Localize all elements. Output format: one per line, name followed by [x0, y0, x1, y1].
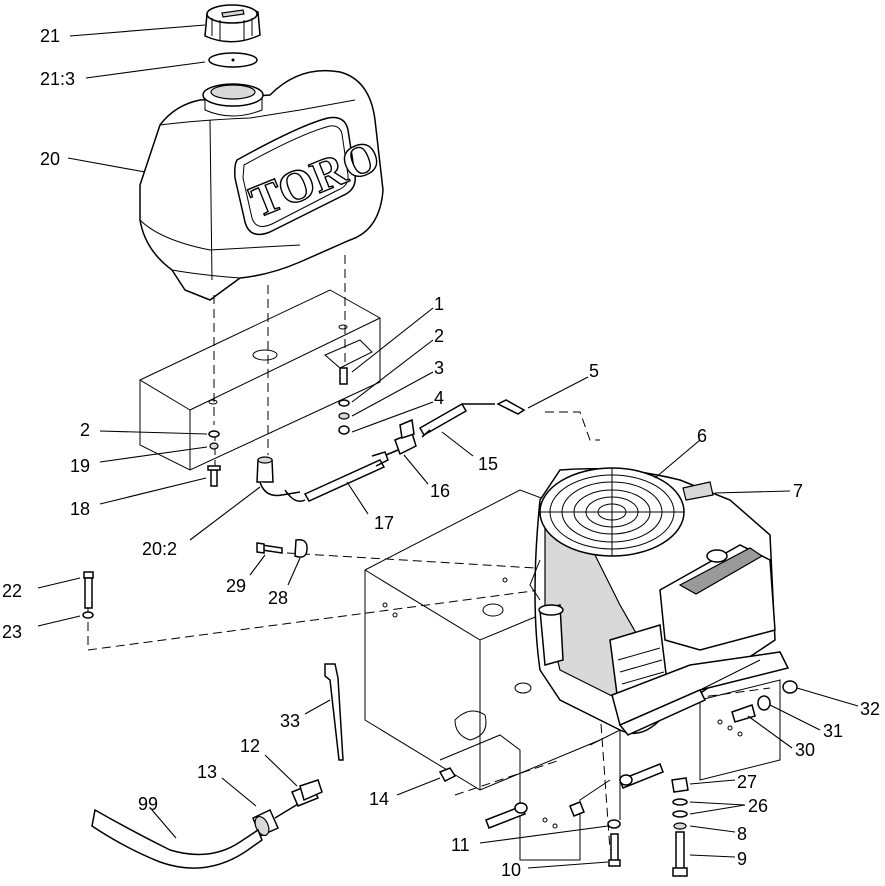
- fuel-hose-15: [418, 399, 526, 438]
- callout-4: 4: [434, 388, 444, 408]
- callout-14: 14: [369, 789, 389, 809]
- callout-19: 19: [70, 456, 90, 476]
- callout-5: 5: [589, 361, 599, 381]
- fuel-tank: TORO: [139, 69, 387, 301]
- callout-21: 21: [40, 26, 60, 46]
- decal-7: [682, 481, 714, 501]
- fuel-hose-99: [91, 808, 263, 869]
- callout-31: 31: [823, 721, 843, 741]
- callout-20-2: 20:2: [142, 539, 177, 559]
- fuel-filter: [252, 779, 323, 838]
- callout-labels: 21 21:3 20 1 2 3 4 5 6 7 2 19 18 15 16 1…: [2, 26, 880, 880]
- callout-23: 23: [2, 622, 22, 642]
- leader-lines: [37, 24, 859, 869]
- callout-1: 1: [434, 294, 444, 314]
- callout-20: 20: [40, 149, 60, 169]
- callout-15: 15: [478, 454, 498, 474]
- fuel-fitting-stack: [338, 367, 350, 435]
- callout-2-left: 2: [80, 420, 90, 440]
- callout-33: 33: [280, 711, 300, 731]
- engine: [529, 467, 790, 736]
- cable-tie: [324, 663, 344, 761]
- left-fastener-stack: [207, 430, 221, 487]
- callout-18: 18: [70, 499, 90, 519]
- callout-28: 28: [268, 588, 288, 608]
- callout-3: 3: [434, 358, 444, 378]
- fuel-outlet-fitting: [256, 456, 306, 502]
- callout-6: 6: [697, 426, 707, 446]
- callout-27: 27: [737, 772, 757, 792]
- callout-10: 10: [501, 860, 521, 880]
- callout-7: 7: [793, 481, 803, 501]
- nut-14: [438, 767, 457, 782]
- callout-30: 30: [795, 740, 815, 760]
- frame-bolts: [485, 763, 664, 829]
- callout-29: 29: [226, 576, 246, 596]
- callout-26: 26: [748, 796, 768, 816]
- callout-8: 8: [737, 824, 747, 844]
- bolt-22: [82, 571, 94, 619]
- upper-mount-plate: [139, 289, 381, 471]
- callout-9: 9: [737, 849, 747, 869]
- callout-32: 32: [860, 699, 880, 719]
- callout-99: 99: [138, 794, 158, 814]
- engine-mount-hardware-right: [731, 680, 798, 723]
- callout-2-top: 2: [434, 326, 444, 346]
- callout-21-3: 21:3: [40, 69, 75, 89]
- hose-clamp-28-29: [256, 538, 308, 558]
- callout-17: 17: [374, 513, 394, 533]
- callout-22: 22: [2, 581, 22, 601]
- fuel-hose-17: [303, 451, 389, 502]
- fuel-cap: [204, 4, 261, 43]
- callout-16: 16: [430, 481, 450, 501]
- callout-12: 12: [240, 736, 260, 756]
- shutoff-valve: [385, 418, 417, 456]
- callout-13: 13: [197, 762, 217, 782]
- engine-mount-hardware-lower: [671, 777, 689, 877]
- cap-gasket: [208, 52, 258, 68]
- bolt-10: [607, 819, 621, 867]
- callout-11: 11: [451, 835, 470, 855]
